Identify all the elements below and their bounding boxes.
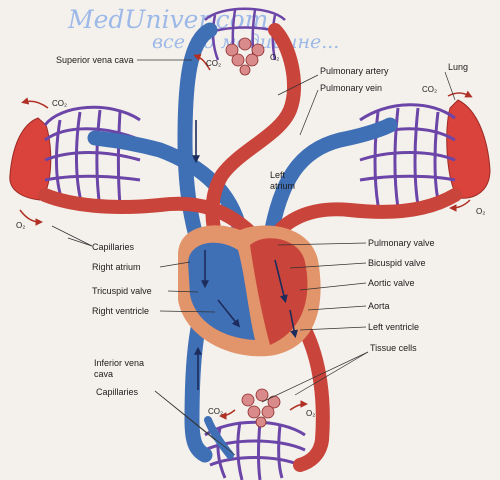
co2-label-left-lung: CO₂ xyxy=(52,99,67,108)
label-tricuspid-valve: Tricuspid valve xyxy=(92,286,152,296)
o2-label-lower: O₂ xyxy=(306,409,315,418)
label-lung: Lung xyxy=(448,62,468,72)
co2-label-lower: CO₂ xyxy=(208,407,223,416)
lower-body-capillaries xyxy=(204,420,306,480)
co2-label-upper: CO₂ xyxy=(206,59,221,68)
o2-label-left-lung: O₂ xyxy=(16,221,25,230)
left-heart-chambers xyxy=(250,238,308,345)
label-pulmonary-artery: Pulmonary artery xyxy=(320,66,389,76)
leader-lines xyxy=(51,59,456,456)
label-aortic-valve: Aortic valve xyxy=(368,278,415,288)
o2-label-right-lung: O₂ xyxy=(476,207,485,216)
label-left-ventricle: Left ventricle xyxy=(368,322,419,332)
oxygenated-vessels xyxy=(38,23,462,472)
label-aorta: Aorta xyxy=(368,301,390,311)
label-superior-vena-cava: Superior vena cava xyxy=(56,55,134,65)
right-lung-capillaries xyxy=(359,103,456,209)
right-lung xyxy=(446,99,491,199)
label-pulmonary-vein: Pulmonary vein xyxy=(320,83,382,93)
label-right-ventricle: Right ventricle xyxy=(92,306,149,316)
co2-label-right-lung: CO₂ xyxy=(422,85,437,94)
left-lung xyxy=(9,117,52,201)
flow-arrows xyxy=(192,120,298,390)
label-tissue-cells: Tissue cells xyxy=(370,343,417,353)
label-right-atrium: Right atrium xyxy=(92,262,141,272)
label-pulmonary-valve: Pulmonary valve xyxy=(368,238,435,248)
label-bicuspid-valve: Bicuspid valve xyxy=(368,258,426,268)
gas-exchange-arrows xyxy=(19,53,473,420)
label-capillaries-lungs: Capillaries xyxy=(92,242,135,252)
lower-tissue-cells xyxy=(241,388,281,428)
upper-tissue-cells xyxy=(225,37,265,76)
o2-label-upper: O₂ xyxy=(270,53,279,62)
label-capillaries-body: Capillaries xyxy=(96,387,139,397)
